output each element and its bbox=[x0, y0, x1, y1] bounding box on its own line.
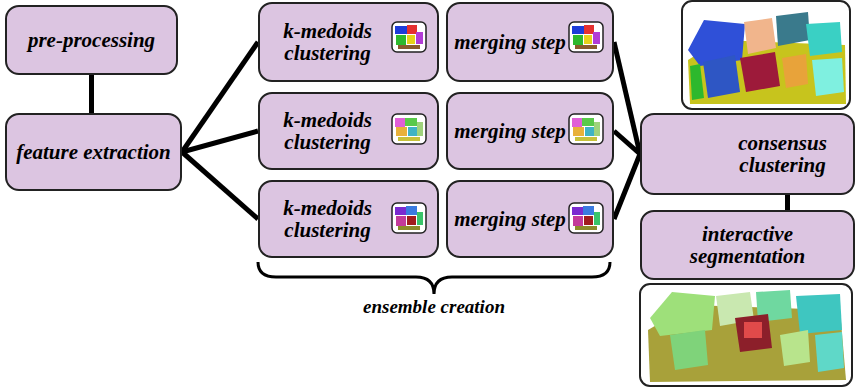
process-box: feature extraction bbox=[5, 113, 182, 191]
box-label: pre-processing bbox=[28, 29, 155, 51]
connector-line bbox=[182, 42, 258, 152]
connector-line bbox=[785, 195, 790, 210]
box-label: k-medoids clustering bbox=[266, 20, 389, 64]
box-label: feature extraction bbox=[16, 141, 171, 163]
connector-line bbox=[182, 152, 258, 219]
connector-line bbox=[614, 131, 640, 154]
connector-line bbox=[182, 131, 258, 152]
segmented-scene bbox=[682, 1, 850, 109]
box-label: merging step bbox=[454, 120, 565, 142]
box-label: k-medoids clustering bbox=[266, 197, 389, 241]
process-box: consensus clustering bbox=[640, 113, 855, 195]
box-label: merging step bbox=[454, 31, 565, 53]
group-label: ensemble creation bbox=[363, 296, 505, 318]
box-label: consensus clustering bbox=[720, 132, 845, 176]
process-box: interactive segmentation bbox=[640, 210, 855, 280]
connector-line bbox=[89, 75, 94, 113]
connector-line bbox=[614, 42, 640, 154]
process-box: pre-processing bbox=[5, 5, 178, 75]
curly-brace bbox=[258, 262, 610, 294]
segmented-scene bbox=[640, 284, 852, 386]
box-label: merging step bbox=[454, 208, 565, 230]
box-label: k-medoids clustering bbox=[266, 109, 389, 153]
connector-line bbox=[614, 154, 640, 219]
box-label: interactive segmentation bbox=[650, 223, 845, 267]
